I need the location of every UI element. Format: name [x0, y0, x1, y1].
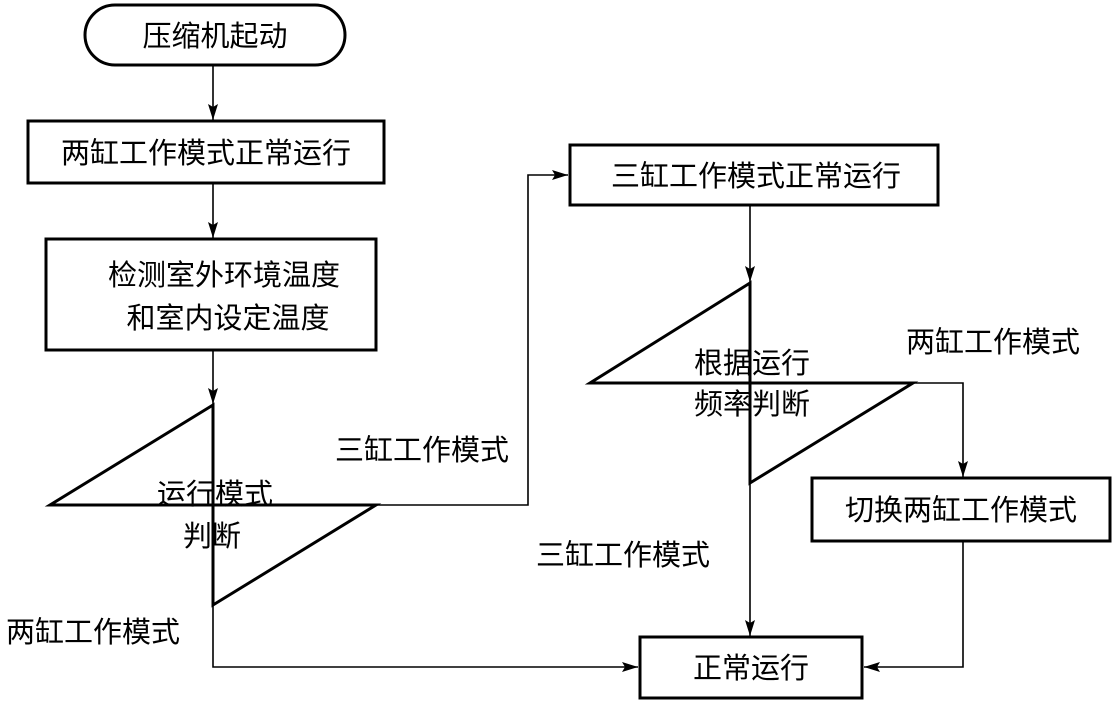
switch-two-shape	[810, 476, 1112, 543]
start-node-shape	[83, 3, 347, 67]
two-cyl-run-node: 两缸工作模式正常运行	[26, 119, 386, 185]
three-cyl-run-label: 三缸工作模式正常运行	[611, 159, 901, 193]
two-cyl-run-shape	[26, 119, 386, 185]
three-cyl-run-shape	[568, 143, 940, 207]
freq-decision-node: 根据运行 频率判断	[584, 280, 919, 486]
switch-two-node: 切换两缸工作模式	[810, 476, 1112, 543]
freq-decision-label-line-2: 频率判断	[694, 387, 810, 421]
edge-label-mode-to-normal: 两缸工作模式	[6, 615, 180, 649]
freq-decision-label-line-1: 根据运行	[694, 346, 810, 380]
three-cyl-run-node: 三缸工作模式正常运行	[568, 143, 940, 207]
edge-label-freq-to-normal: 三缸工作模式	[536, 538, 710, 572]
edge-label-freq-to-switch: 两缸工作模式	[906, 325, 1080, 359]
mode-decision-node: 运行模式 判断	[44, 402, 382, 608]
freq-decision-shape	[584, 280, 919, 486]
mode-decision-label-line-2: 判断	[183, 519, 241, 553]
edge-switch-two-to-normal-run	[864, 541, 964, 672]
edge-freq-decision-to-switch-two	[913, 382, 968, 477]
mode-decision-label-line-1: 运行模式	[157, 477, 273, 511]
detect-label-line-2: 和室内设定温度	[126, 301, 329, 335]
normal-run-label: 正常运行	[693, 651, 809, 685]
edge-mode-decision-to-normal-run	[212, 605, 638, 672]
normal-run-node: 正常运行	[638, 635, 864, 700]
switch-two-label: 切换两缸工作模式	[845, 493, 1077, 527]
detect-shape	[44, 237, 378, 352]
normal-run-shape	[638, 635, 864, 700]
start-node: 压缩机起动	[83, 3, 347, 67]
detect-label-line-1: 检测室外环境温度	[108, 258, 340, 292]
start-node-label: 压缩机起动	[142, 19, 287, 53]
detect-node: 检测室外环境温度 和室内设定温度	[44, 237, 378, 352]
edge-label-mode-to-three: 三缸工作模式	[335, 433, 509, 467]
two-cyl-run-label: 两缸工作模式正常运行	[61, 136, 351, 170]
edge-mode-decision-to-three-cyl-run	[376, 170, 568, 506]
